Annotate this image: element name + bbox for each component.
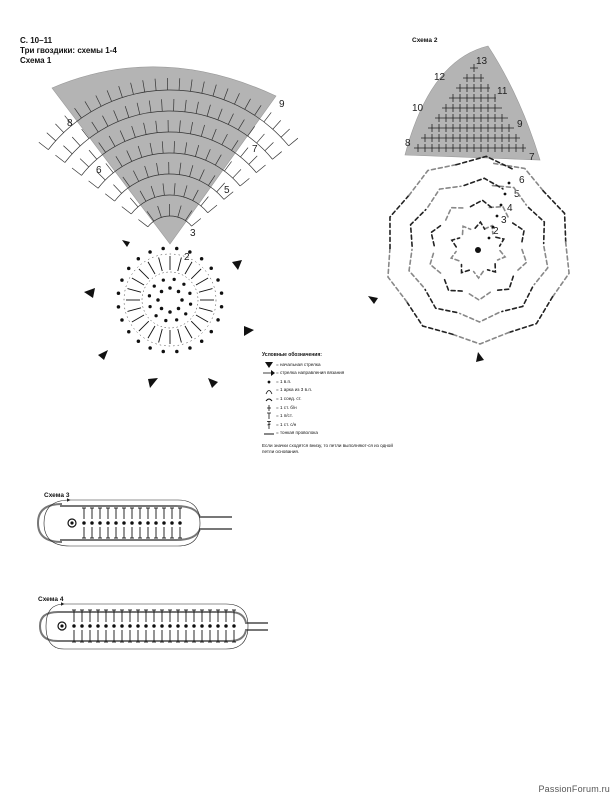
legend-note: Если значки сходятся внизу, то петли вып…	[262, 442, 393, 455]
scheme1-row-numbers: 9 8 7 6 5 3 2	[67, 99, 285, 263]
s2-row-12: 12	[434, 72, 446, 83]
s2-row-10: 10	[412, 103, 424, 114]
scheme1-center	[84, 240, 254, 388]
scheme4-diagram	[38, 602, 268, 650]
s1-row-5: 5	[224, 185, 230, 196]
scheme4-label: Схема 4	[38, 596, 64, 603]
s2-row-9: 9	[517, 119, 523, 130]
s2-row-4: 4	[507, 203, 513, 214]
arch-icon	[262, 387, 276, 395]
direction-arrow-icon	[244, 326, 254, 336]
scheme2-label: Схема 2	[412, 37, 438, 44]
direction-arrow-icon	[262, 369, 276, 377]
page-header: С. 10–11 Три гвоздики: схемы 1-4 Схема 1	[20, 36, 117, 66]
s1-row-7: 7	[252, 144, 258, 155]
scheme3-label: Схема 3	[44, 492, 70, 499]
dc-icon	[262, 421, 276, 430]
sc-icon	[262, 404, 276, 412]
direction-arrow-icon	[368, 296, 378, 304]
s1-row-8: 8	[67, 118, 73, 129]
scheme3-diagram	[36, 498, 232, 547]
s2-row-13: 13	[476, 56, 488, 67]
s1-row-6: 6	[96, 165, 102, 176]
s2-row-7: 7	[529, 152, 535, 163]
page-subtitle: Три гвоздики: схемы 1-4	[20, 46, 117, 55]
direction-arrow-icon	[84, 288, 95, 298]
s2-row-8: 8	[405, 138, 411, 149]
legend-item: = 1 соед. ст.	[262, 395, 412, 404]
legend-item: = 1 п/ст.	[262, 412, 412, 421]
scheme2-star	[368, 155, 570, 362]
s2-row-2: 2	[493, 226, 499, 237]
direction-arrow-icon	[148, 378, 158, 388]
s2-row-3: 3	[501, 215, 507, 226]
scheme2-petal	[404, 45, 541, 161]
legend-title: Условные обозначения:	[262, 352, 322, 358]
s2-row-11: 11	[497, 86, 508, 97]
s2-row-6: 6	[519, 175, 525, 186]
legend-item: = тонкая проволока	[262, 429, 412, 438]
page-numbers: С. 10–11	[20, 36, 53, 45]
direction-arrow-icon	[476, 352, 484, 362]
legend-item: = 1 в.п.	[262, 378, 412, 387]
scheme1-label: Схема 1	[20, 56, 52, 65]
legend-item: = начальная стрелка	[262, 361, 412, 370]
direction-arrow-icon	[208, 378, 218, 388]
wire-icon	[262, 430, 276, 438]
direction-arrow-icon	[232, 260, 242, 270]
legend-item: = 1 ст. б/н	[262, 404, 412, 413]
direction-arrow-icon	[122, 240, 130, 247]
start-arrow-icon	[262, 361, 276, 369]
legend: Условные обозначения: = начальная стрелк…	[262, 351, 412, 455]
s1-row-2: 2	[184, 252, 190, 263]
s1-row-9: 9	[279, 99, 285, 110]
legend-item: = 1 арка из 3 в.п.	[262, 386, 412, 395]
scheme1-petal	[38, 66, 299, 245]
chain-dot-icon	[262, 378, 276, 386]
legend-item: = стрелка направления вязания	[262, 369, 412, 378]
slip-stitch-icon	[262, 395, 276, 403]
s1-row-3: 3	[190, 228, 196, 239]
watermark: PassionForum.ru	[538, 784, 610, 794]
direction-arrow-icon	[98, 350, 108, 360]
hdc-icon	[262, 412, 276, 420]
legend-item: = 1 ст. с/н	[262, 421, 412, 430]
s2-row-5: 5	[514, 189, 520, 200]
scheme2-row-numbers: 13 12 11 10 9 8 7 6 5 4 3 2	[405, 56, 535, 237]
